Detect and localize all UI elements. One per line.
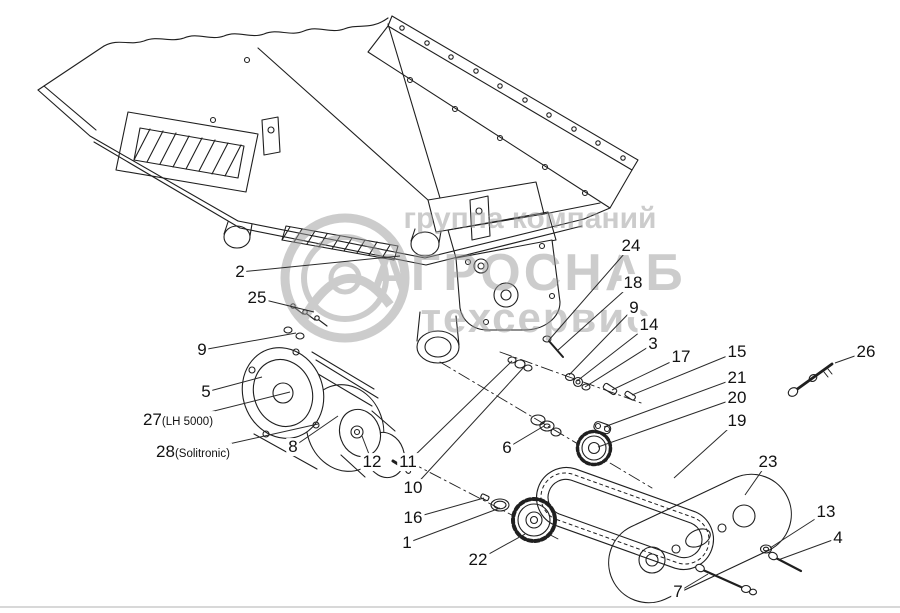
fastener-hardware bbox=[695, 362, 834, 596]
hydraulic-pump bbox=[338, 408, 412, 479]
chain-guard-cover bbox=[608, 473, 792, 604]
leader-line-18 bbox=[556, 282, 634, 352]
leader-line-2 bbox=[239, 255, 401, 273]
leader-line-9 bbox=[201, 332, 297, 351]
key-and-ring bbox=[480, 493, 510, 512]
watermark: группа компаний АГРОСНАБ техсервис bbox=[280, 202, 683, 343]
leader-line-14 bbox=[576, 324, 650, 382]
leader-line-5 bbox=[205, 376, 263, 393]
hopper-body bbox=[37, 15, 639, 266]
leader-line-26 bbox=[834, 351, 867, 364]
leader-line-21 bbox=[603, 377, 738, 428]
page-bottom-border bbox=[0, 606, 900, 608]
leader-line-15 bbox=[631, 351, 738, 396]
watermark-line-3: техсервис bbox=[420, 294, 651, 341]
washer-stack bbox=[530, 414, 562, 437]
leader-line-16 bbox=[412, 497, 485, 519]
gearbox bbox=[416, 211, 561, 364]
leader-line-4 bbox=[777, 537, 839, 561]
stud-fasteners bbox=[507, 335, 636, 401]
leader-line-1 bbox=[406, 507, 501, 544]
watermark-line-1: группа компаний bbox=[404, 202, 657, 235]
leader-line-6 bbox=[506, 425, 545, 449]
leader-line-10 bbox=[412, 366, 525, 489]
leader-line-11 bbox=[407, 360, 513, 463]
leader-line-20 bbox=[597, 397, 738, 448]
leader-line-28 bbox=[192, 423, 319, 453]
sprockets bbox=[511, 421, 613, 543]
leader-line-3 bbox=[584, 343, 654, 388]
watermark-logo bbox=[280, 213, 410, 343]
leader-line-17 bbox=[611, 356, 682, 391]
leader-line-8 bbox=[292, 415, 339, 448]
exploded-view-drawing bbox=[37, 15, 834, 604]
leader-line-19 bbox=[673, 420, 738, 479]
leader-line-9 bbox=[568, 307, 635, 376]
leader-line-22 bbox=[477, 533, 526, 561]
leader-line-24 bbox=[548, 245, 632, 341]
